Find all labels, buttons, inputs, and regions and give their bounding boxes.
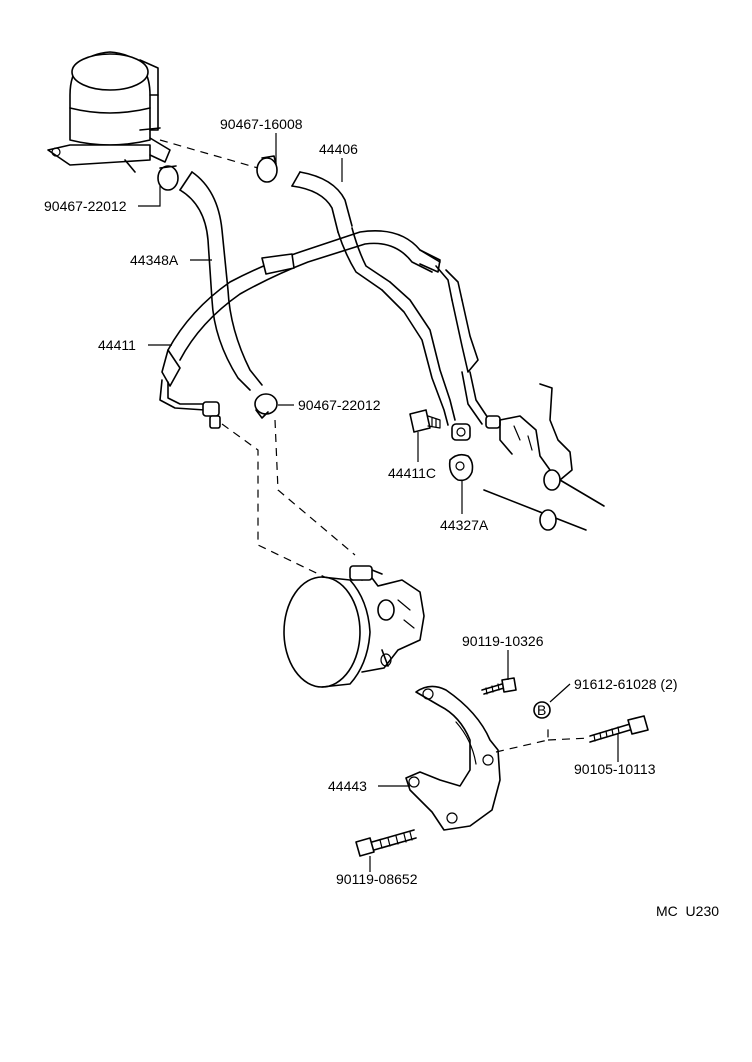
- label-bracket: 44443: [328, 778, 367, 794]
- label-union-bolt: 44411C: [388, 465, 436, 481]
- return-tube-part: [159, 230, 479, 429]
- label-return-hose: 44348A: [130, 252, 179, 268]
- union-bolt-part: [409, 409, 441, 433]
- clamp-pump-part: [254, 393, 278, 419]
- dashed-line-hose-to-pump: [274, 419, 356, 556]
- bolt-long-part: [589, 715, 649, 743]
- clamp-top-part: [256, 155, 278, 183]
- return-hose-part: [179, 171, 263, 391]
- label-clamp-pump: 90467-22012: [298, 397, 381, 413]
- pressure-tube-part: [291, 171, 501, 441]
- reservoir-tank: [47, 51, 171, 173]
- washer-mark: B: [537, 702, 546, 718]
- label-gasket: 44327A: [440, 517, 489, 533]
- label-bolt-long: 90105-10113: [574, 761, 656, 777]
- dashed-line-tube-to-pump: [221, 423, 336, 583]
- leader-washer: [549, 683, 571, 703]
- bolt-lower-part: [355, 829, 417, 857]
- leader-clamp-reservoir: [138, 186, 161, 207]
- bolt-upper-part: [481, 677, 517, 695]
- label-clamp-top: 90467-16008: [220, 116, 303, 132]
- dashed-line-bolt-to-bracket: [495, 728, 591, 753]
- label-return-tube: 44411: [98, 337, 136, 353]
- label-washer: 91612-61028 (2): [574, 676, 678, 692]
- label-clamp-reservoir: 90467-22012: [44, 198, 127, 214]
- washer-part: B: [533, 701, 551, 719]
- dashed-line-reservoir-to-clamp: [159, 139, 259, 169]
- steering-gear-outline: [483, 383, 605, 531]
- clamp-reservoir-part: [157, 165, 179, 191]
- label-pressure-tube: 44406: [319, 141, 358, 157]
- label-bolt-lower: 90119-08652: [336, 871, 418, 887]
- bracket-part: [405, 685, 501, 831]
- figure-code: MC U230: [656, 903, 719, 919]
- pump-body: [283, 565, 425, 688]
- label-bolt-upper: 90119-10326: [462, 633, 544, 649]
- gasket-part: [448, 453, 474, 482]
